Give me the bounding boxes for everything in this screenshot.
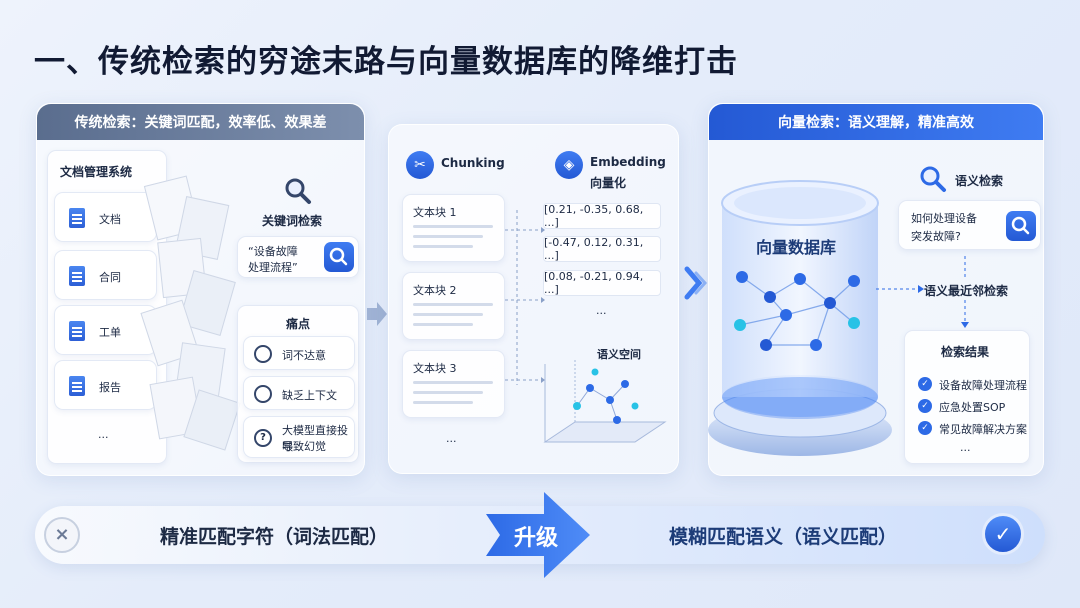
doc-item-document[interactable]: 文档 bbox=[54, 192, 157, 242]
chunk-label: 文本块 1 bbox=[413, 206, 457, 219]
vector-search-header: 向量检索：语义理解，精准高效 bbox=[709, 104, 1043, 140]
doc-system-title: 文档管理系统 bbox=[60, 165, 133, 179]
embedding-label: Embedding bbox=[590, 155, 666, 169]
check-icon: ✓ bbox=[918, 399, 932, 413]
vector-3: [0.08, -0.21, 0.94, ...] bbox=[543, 270, 661, 296]
semantic-space-label: 语义空间 bbox=[597, 348, 641, 361]
pain-item-vague: 词不达意 bbox=[243, 336, 355, 370]
flow-arrow-icon bbox=[367, 302, 387, 330]
doc-item-label: 合同 bbox=[99, 271, 121, 284]
chunking-icon: ✂ bbox=[406, 151, 434, 179]
search-icon bbox=[329, 247, 348, 266]
check-circle-icon: ✓ bbox=[982, 513, 1024, 555]
semantic-match-text: 模糊匹配语义（语义匹配） bbox=[669, 526, 898, 548]
paper-pile-illustration bbox=[140, 170, 241, 451]
doc-item-label: 工单 bbox=[99, 326, 121, 339]
pain-item-label: 词不达意 bbox=[282, 349, 326, 362]
vectors-more: ... bbox=[596, 304, 607, 317]
keyword-search-label: 关键词检索 bbox=[262, 214, 323, 228]
text-chunk-1: 文本块 1 bbox=[402, 194, 505, 262]
keyword-query-line2: 处理流程” bbox=[248, 261, 298, 274]
upgrade-arrow bbox=[486, 492, 592, 582]
chat-icon bbox=[254, 385, 272, 403]
embedding-icon: ◈ bbox=[555, 151, 583, 179]
chunking-label: Chunking bbox=[441, 156, 505, 170]
pain-item-context: 缺乏上下文 bbox=[243, 376, 355, 410]
pain-item-hallucination: ? 大模型直接投喂 导致幻觉 bbox=[243, 416, 355, 458]
vector-db-label: 向量数据库 bbox=[756, 238, 837, 257]
semantic-space-plot bbox=[543, 358, 667, 443]
semantic-query-line1: 如何处理设备 bbox=[911, 212, 977, 225]
chunk-label: 文本块 3 bbox=[413, 362, 457, 375]
traditional-search-header-text: 传统检索：关键词匹配，效率低、效果差 bbox=[74, 115, 327, 131]
semantic-search-button[interactable] bbox=[1006, 211, 1036, 241]
keyword-query-line1: “设备故障 bbox=[248, 245, 298, 258]
result-item[interactable]: 设备故障处理流程 bbox=[939, 379, 1027, 392]
semantic-query-line2: 突发故障? bbox=[911, 230, 961, 243]
text-chunk-2: 文本块 2 bbox=[402, 272, 505, 340]
pain-points-title: 痛点 bbox=[286, 317, 311, 331]
vector-2: [-0.47, 0.12, 0.31, ...] bbox=[543, 236, 661, 262]
doc-item-label: 文档 bbox=[99, 213, 121, 226]
close-icon: × bbox=[44, 517, 80, 553]
document-icon bbox=[69, 208, 85, 228]
search-results-card: 检索结果 bbox=[904, 330, 1030, 464]
report-icon bbox=[69, 376, 85, 396]
semantic-query-box[interactable]: 如何处理设备 突发故障? bbox=[898, 200, 1041, 250]
traditional-search-header: 传统检索：关键词匹配，效率低、效果差 bbox=[37, 104, 364, 140]
lexical-match-text: 精准匹配字符（词法匹配） bbox=[160, 526, 389, 548]
doc-item-ticket[interactable]: 工单 bbox=[54, 305, 157, 355]
results-title: 检索结果 bbox=[941, 345, 990, 359]
chunk-label: 文本块 2 bbox=[413, 284, 457, 297]
result-item[interactable]: 应急处置SOP bbox=[939, 401, 1006, 414]
keyword-query-box[interactable]: “设备故障 处理流程” bbox=[237, 236, 359, 278]
page-title: 一、传统检索的穷途末路与向量数据库的降维打击 bbox=[34, 44, 738, 80]
upgrade-label: 升级 bbox=[514, 526, 559, 551]
results-more: ... bbox=[960, 441, 971, 454]
search-icon bbox=[1011, 216, 1030, 235]
compass-icon bbox=[254, 345, 272, 363]
chunks-more: ... bbox=[446, 432, 457, 445]
nearest-neighbor-label: 语义最近邻检索 bbox=[924, 284, 1009, 298]
check-icon: ✓ bbox=[918, 377, 932, 391]
semantic-search-label: 语义检索 bbox=[955, 174, 1004, 188]
ticket-icon bbox=[69, 321, 85, 341]
check-icon: ✓ bbox=[918, 421, 932, 435]
result-item[interactable]: 常见故障解决方案 bbox=[939, 423, 1027, 436]
pain-item-label: 缺乏上下文 bbox=[282, 389, 337, 402]
contract-icon bbox=[69, 266, 85, 286]
vector-database-illustration bbox=[708, 180, 892, 456]
vector-search-header-text: 向量检索：语义理解，精准高效 bbox=[778, 115, 974, 131]
search-magnifier-icon bbox=[283, 176, 313, 206]
doc-item-contract[interactable]: 合同 bbox=[54, 250, 157, 300]
pain-item-label: 大模型直接投喂 bbox=[282, 424, 348, 453]
doc-item-report[interactable]: 报告 bbox=[54, 360, 157, 410]
doc-more: ... bbox=[98, 428, 109, 441]
vectorize-label: 向量化 bbox=[590, 176, 627, 190]
chunk-connectors bbox=[505, 210, 545, 385]
doc-item-label: 报告 bbox=[99, 381, 121, 394]
question-icon: ? bbox=[254, 429, 272, 447]
nearest-connector bbox=[876, 256, 969, 328]
double-chevron-icon bbox=[683, 265, 709, 305]
semantic-search-icon bbox=[918, 164, 948, 194]
pain-item-label: 导致幻觉 bbox=[282, 440, 326, 453]
vector-1: [0.21, -0.35, 0.68, ...] bbox=[543, 203, 661, 229]
text-chunk-3: 文本块 3 bbox=[402, 350, 505, 418]
search-button[interactable] bbox=[324, 242, 354, 272]
